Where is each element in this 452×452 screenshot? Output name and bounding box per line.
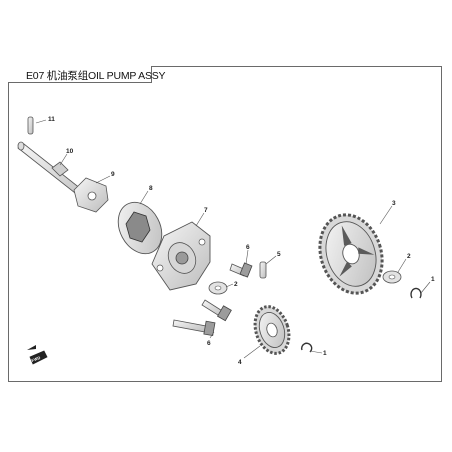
bolt-part-6-middle	[201, 299, 232, 322]
callout-4: 4	[238, 359, 242, 366]
diagram-frame	[8, 66, 442, 382]
diagram-title: E07 机油泵组OIL PUMP ASSY	[26, 70, 166, 82]
inner-rotor-part-9	[73, 177, 109, 213]
bolt-part-6-lower	[172, 319, 216, 337]
sleeve-part-10	[51, 161, 69, 177]
large-gear-part-3	[318, 213, 384, 295]
callout-8: 8	[149, 185, 153, 192]
washer-part-2-right	[382, 270, 402, 284]
callout-6-upper: 6	[246, 244, 250, 251]
callout-2-right: 2	[407, 253, 411, 260]
small-gear-part-4	[253, 305, 291, 355]
dowel-pin-part-5	[259, 261, 267, 279]
callout-1-lower: 1	[323, 350, 327, 357]
callout-10: 10	[66, 148, 74, 155]
callout-9: 9	[111, 171, 115, 178]
title-box	[8, 66, 152, 83]
outer-rotor-part-8	[117, 201, 163, 255]
callout-labels: 11 10 9 8 7 6 5 2 6 3 2 1 4 1	[48, 116, 435, 366]
leader-lines	[35, 119, 431, 359]
callout-1-right: 1	[431, 276, 435, 283]
callout-2-left: 2	[234, 281, 238, 288]
callout-5: 5	[277, 251, 281, 258]
fwd-label: FWD	[31, 355, 41, 363]
callout-3: 3	[392, 200, 396, 207]
pump-body-part-7	[151, 221, 211, 291]
callout-6-lower: 6	[207, 340, 211, 347]
callout-7: 7	[204, 207, 208, 214]
pin-part-11	[27, 116, 34, 135]
washer-part-2-left	[208, 281, 228, 295]
circlip-part-1-lower	[300, 342, 313, 353]
circlip-part-1-right	[410, 287, 422, 299]
callout-11: 11	[48, 116, 55, 123]
fwd-arrow-badge: FWD	[27, 345, 48, 365]
bolt-part-6-upper	[229, 262, 253, 278]
